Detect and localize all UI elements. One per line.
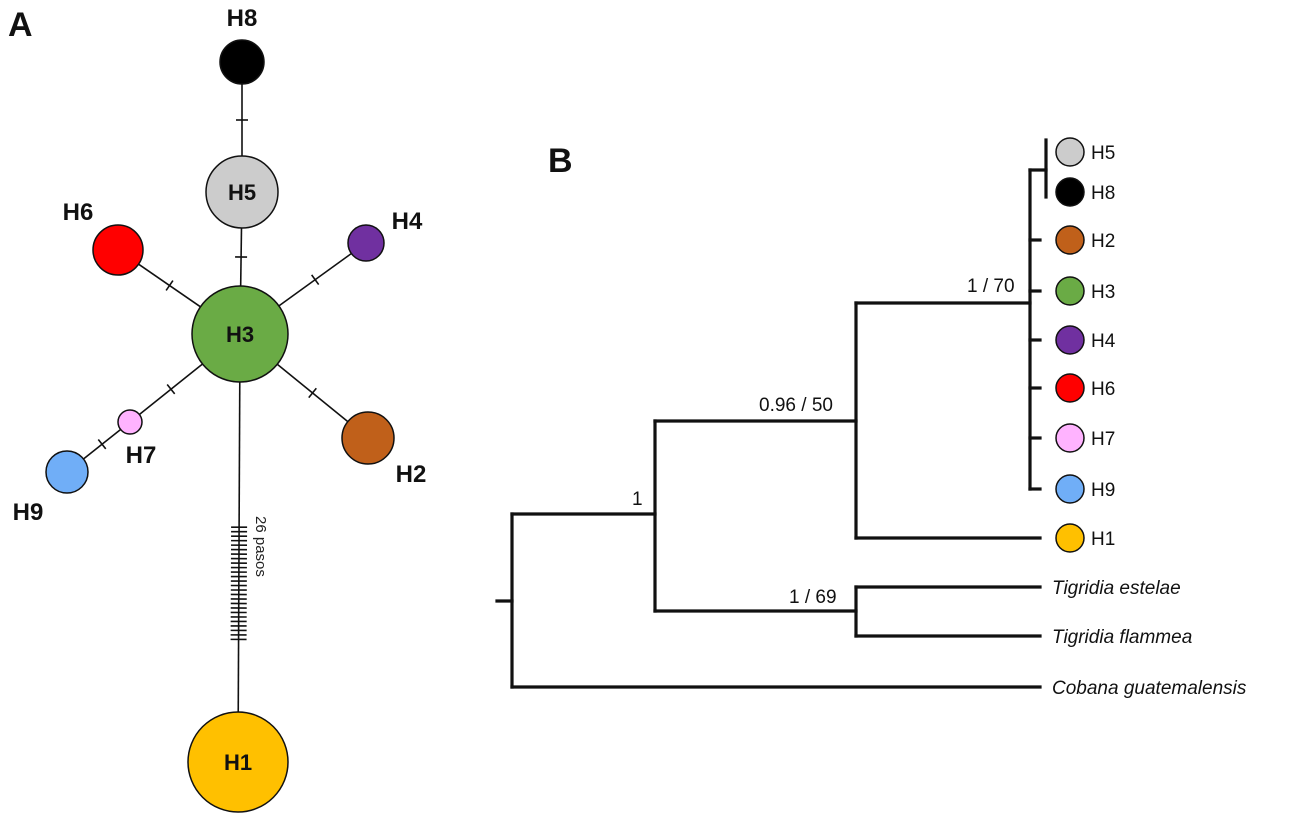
long-edge-steps-label: 26 pasos [252, 516, 269, 577]
support-tigridia-pair: 1 / 69 [789, 587, 837, 608]
tree-tip-marker-h8 [1055, 177, 1085, 207]
tree-tip-label: H7 [1091, 429, 1115, 450]
tree-tip-label: H3 [1091, 282, 1115, 303]
haplotype-node-h8 [219, 39, 265, 85]
haplotype-node-h3 [191, 285, 289, 383]
support-root-ingroup: 1 [632, 489, 643, 510]
support-h-clade: 1 / 70 [967, 276, 1015, 297]
haplotype-node-h1 [187, 711, 289, 813]
tree-tip-label: H9 [1091, 480, 1115, 501]
tree-tip-label: H4 [1091, 331, 1116, 352]
haplotype-node-label: H4 [392, 208, 423, 235]
haplotype-node-label: H2 [396, 461, 427, 488]
panel-a-letter: A [8, 6, 33, 44]
tree-tip-label: H2 [1091, 231, 1115, 252]
tree-tip-label: Cobana guatemalensis [1052, 678, 1247, 699]
mutation-tick [308, 387, 317, 399]
network-nodes [45, 39, 395, 813]
tree-tip-label: Tigridia estelae [1052, 578, 1181, 599]
support-haplotype-group: 0.96 / 50 [759, 395, 833, 416]
network-edge [237, 381, 241, 713]
haplotype-node-h2 [341, 411, 395, 465]
haplotype-node-label: H6 [63, 199, 94, 226]
tree-tip-marker-h5 [1055, 137, 1085, 167]
phylogenetic-tree: 1 0.96 / 50 1 / 70 1 / 69 H5H8H2H3H4H6H7… [495, 137, 1247, 699]
haplotype-node-h7 [117, 409, 143, 435]
tree-tip-marker-h6 [1055, 373, 1085, 403]
tree-tip-marker-h7 [1055, 423, 1085, 453]
haplotype-node-label: H7 [126, 442, 157, 469]
tree-tip-marker-h3 [1055, 276, 1085, 306]
tree-tip-marker-h1 [1055, 523, 1085, 553]
haplotype-node-label: H8 [227, 5, 258, 32]
tree-tip-marker-h4 [1055, 325, 1085, 355]
tree-tip-label: H8 [1091, 183, 1115, 204]
network-edges [82, 84, 352, 713]
mutation-tick [165, 280, 174, 291]
mutation-tick [97, 439, 107, 450]
mutation-tick [310, 274, 320, 286]
haplotype-node-h4 [347, 224, 385, 262]
haplotype-node-label: H9 [13, 499, 44, 526]
tree-tip-label: H1 [1091, 529, 1115, 550]
tree-tip-label: H6 [1091, 379, 1115, 400]
haplotype-node-label: H5 [228, 180, 256, 205]
tree-tip-marker-h2 [1055, 225, 1085, 255]
haplotype-node-label: H3 [226, 322, 254, 347]
tree-tip-label: Tigridia flammea [1052, 627, 1192, 648]
haplotype-node-h5 [205, 155, 279, 229]
panel-b-letter: B [548, 142, 573, 180]
tree-tip-marker-h9 [1055, 474, 1085, 504]
haplotype-node-h6 [92, 224, 144, 276]
haplotype-node-label: H1 [224, 750, 252, 775]
tree-tip-label: H5 [1091, 143, 1115, 164]
haplotype-node-h9 [45, 450, 89, 494]
mutation-tick [166, 384, 176, 395]
